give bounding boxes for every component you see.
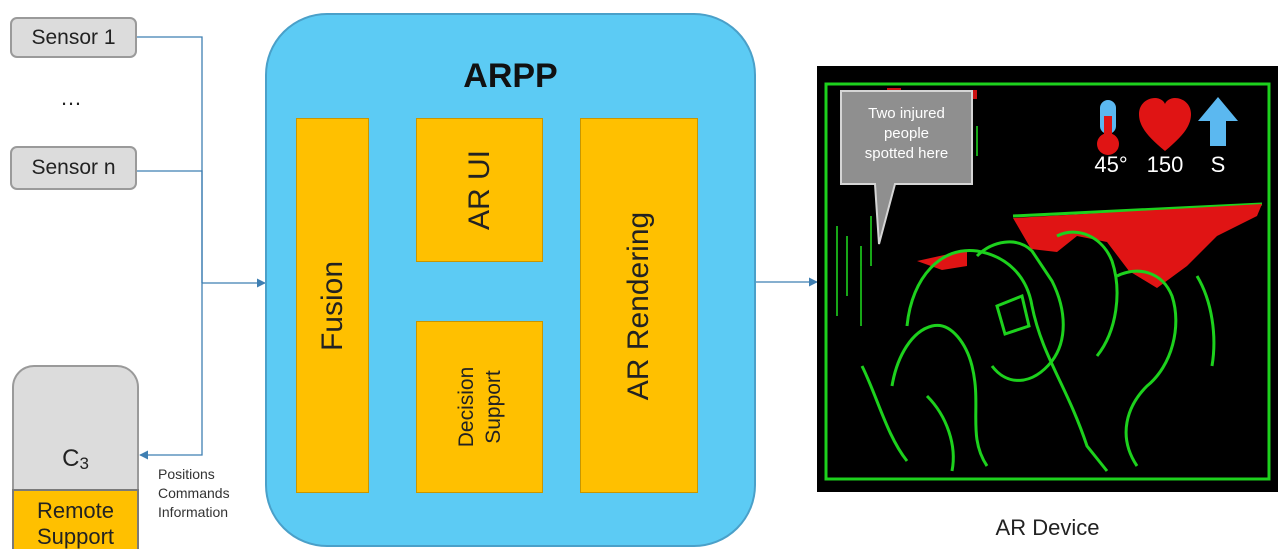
- sensor-1-line: [137, 36, 203, 283]
- ar-ui-module: AR UI: [416, 118, 543, 262]
- sensor-ellipsis: …: [60, 85, 84, 110]
- sensor-n-line: [137, 170, 203, 283]
- heading-arrow-icon: [1198, 97, 1238, 146]
- ar-device-label: AR Device: [995, 515, 1100, 540]
- heart-icon: [1139, 98, 1191, 151]
- decision-support-line1: Decision: [454, 366, 478, 448]
- ar-rendering-label: AR Rendering: [622, 211, 655, 400]
- ar-ui-label: AR UI: [462, 149, 496, 231]
- remote-support-line2: Support: [36, 524, 115, 549]
- decision-support-line2: Support: [481, 370, 505, 444]
- arpp-title: ARPP: [463, 57, 558, 95]
- ar-device-view: Two injured people spotted here 45° 150 …: [817, 66, 1278, 492]
- sensor-n-box: Sensor n: [10, 146, 137, 190]
- c3-link-labels: Positions Commands Information: [158, 465, 230, 522]
- ar-scene-image: [824, 82, 1271, 481]
- callout-line3: spotted here: [864, 145, 949, 162]
- c3-label: C3: [62, 445, 89, 473]
- callout-line1: Two injured: [868, 105, 945, 122]
- sensor-n-label: Sensor n: [31, 156, 116, 179]
- information-label: Information: [158, 504, 229, 520]
- heart-rate-value: 150: [1146, 152, 1184, 177]
- fusion-module: Fusion: [296, 118, 369, 493]
- remote-support-line1: Remote: [36, 498, 115, 523]
- heading-value: S: [1210, 152, 1226, 177]
- remote-support-box: Remote Support: [12, 489, 139, 549]
- commands-label: Commands: [158, 485, 230, 501]
- sensor-1-label: Sensor 1: [31, 25, 116, 49]
- fusion-label: Fusion: [315, 260, 349, 351]
- decision-support-module: Decision Support: [416, 321, 543, 493]
- c3-box: C3: [12, 365, 139, 489]
- sensor-1-box: Sensor 1: [10, 17, 137, 58]
- ar-rendering-module: AR Rendering: [580, 118, 698, 493]
- callout-line2: people: [883, 125, 930, 142]
- thermometer-icon: [1097, 100, 1119, 155]
- callout-text: Two injured people spotted here: [841, 104, 972, 164]
- positions-label: Positions: [158, 466, 215, 482]
- c3-return-arrow: [139, 283, 203, 460]
- decision-support-label: Decision Support: [453, 367, 507, 448]
- temperature-value: 45°: [1094, 152, 1128, 177]
